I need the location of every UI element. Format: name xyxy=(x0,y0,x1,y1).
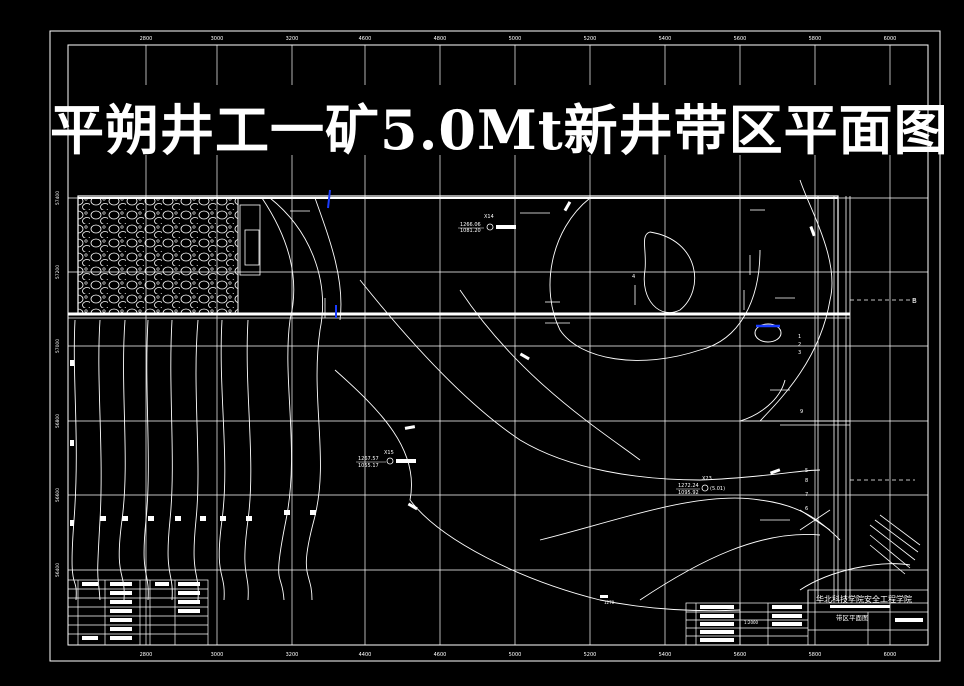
side-numbers: 1 2 3 4 5 6 7 8 9 xyxy=(632,274,808,512)
tick-label: 2800 xyxy=(140,652,153,658)
tick-label: 4800 xyxy=(434,36,447,42)
tick-label: 56800 xyxy=(55,414,61,428)
outer-frame xyxy=(49,30,941,662)
tick-label: 56400 xyxy=(55,563,61,577)
tick-label: 57200 xyxy=(55,265,61,279)
tick-label: 57000 xyxy=(55,339,61,353)
tick-label: 3200 xyxy=(286,652,299,658)
svg-text:1: 1 xyxy=(798,334,801,340)
svg-text:7: 7 xyxy=(805,492,808,498)
left-axis: 57400 57200 57000 56800 56600 56400 xyxy=(55,191,61,577)
tick-label: 5400 xyxy=(659,652,672,658)
tick-label: 5600 xyxy=(734,652,747,658)
svg-text:3: 3 xyxy=(798,350,801,356)
tick-label: 3000 xyxy=(211,36,224,42)
svg-text:1267.57: 1267.57 xyxy=(358,456,379,462)
svg-text:6: 6 xyxy=(805,506,808,512)
borehole-x23: X23 1272.24 1095.92 (5.01) xyxy=(676,476,725,496)
blue-markers xyxy=(327,189,782,343)
school-name: 华北科技学院安全工程学院 xyxy=(816,594,912,604)
svg-text:9: 9 xyxy=(800,409,803,415)
bottom-axis: 2800 3000 3200 4400 4600 5000 5200 5400 … xyxy=(140,652,897,658)
tick-label: 6000 xyxy=(884,652,897,658)
right-roadways xyxy=(740,196,915,600)
svg-text:X14: X14 xyxy=(484,214,494,220)
tick-label: 5800 xyxy=(809,36,822,42)
tick-label: 5800 xyxy=(809,652,822,658)
tick-label: 4400 xyxy=(359,652,372,658)
svg-text:1266.06: 1266.06 xyxy=(460,222,481,228)
contour-markers xyxy=(70,201,816,598)
tick-label: 5000 xyxy=(509,36,522,42)
legend-table xyxy=(67,579,209,646)
svg-text:1272.24: 1272.24 xyxy=(678,483,699,489)
inner-frame xyxy=(67,44,929,646)
tick-label: 5200 xyxy=(584,652,597,658)
svg-text:1081.20: 1081.20 xyxy=(460,228,481,234)
svg-text:5: 5 xyxy=(805,468,808,474)
tick-label: 4600 xyxy=(359,36,372,42)
tick-label: 57400 xyxy=(55,191,61,205)
svg-text:X15: X15 xyxy=(384,450,394,456)
drawing-scale: 1:2000 xyxy=(744,620,759,625)
svg-text:8: 8 xyxy=(805,478,808,484)
section-marker: B xyxy=(912,297,917,305)
goaf-area xyxy=(77,197,239,315)
borehole-x14: X14 1266.06 1081.20 xyxy=(458,214,516,234)
tick-label: 6000 xyxy=(884,36,897,42)
contour-lines xyxy=(71,179,911,612)
tick-label: 5600 xyxy=(734,36,747,42)
tick-label: 5000 xyxy=(509,652,522,658)
svg-text:X23: X23 xyxy=(702,476,712,482)
svg-text:2: 2 xyxy=(798,342,801,348)
tick-label: 5200 xyxy=(584,36,597,42)
tick-label: 3200 xyxy=(286,36,299,42)
hatched-zone xyxy=(869,514,921,575)
svg-text:(5.01): (5.01) xyxy=(710,486,725,492)
svg-text:4: 4 xyxy=(632,274,635,280)
tick-label: 5400 xyxy=(659,36,672,42)
tick-label: 4600 xyxy=(434,652,447,658)
title-block xyxy=(685,589,929,646)
drawing-title: 平朔井工一矿5.0Mt新井带区平面图 xyxy=(50,98,949,162)
flow-arrows xyxy=(290,209,795,521)
drawing-name: 带区平面图 xyxy=(836,614,869,622)
contour-label: 1270 xyxy=(604,600,615,605)
tick-label: 56600 xyxy=(55,488,61,502)
svg-text:1055.17: 1055.17 xyxy=(358,463,379,469)
top-axis: 2800 3000 3200 4600 4800 5000 5200 5400 … xyxy=(140,36,897,42)
tick-label: 2800 xyxy=(140,36,153,42)
svg-text:1095.92: 1095.92 xyxy=(678,490,699,496)
borehole-x15: X15 1267.57 1055.17 xyxy=(356,450,416,469)
tick-label: 3000 xyxy=(211,652,224,658)
